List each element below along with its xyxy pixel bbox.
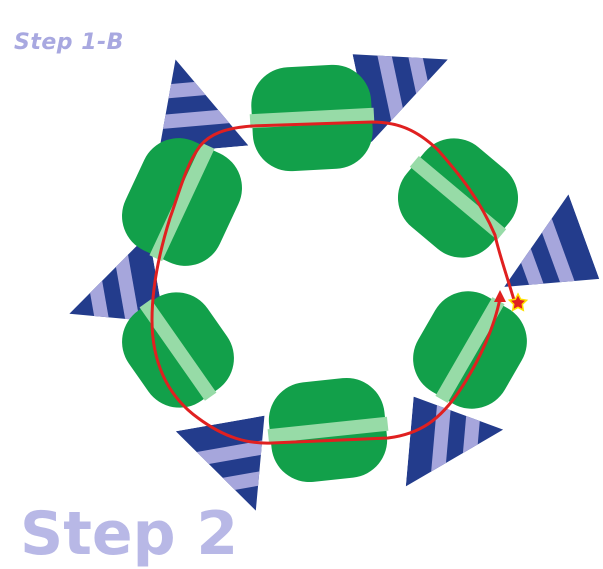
green-piece-top — [247, 63, 376, 173]
green-piece-bottom — [263, 374, 393, 486]
green-piece-top-right — [381, 122, 535, 275]
fold-diagram — [0, 0, 603, 548]
arrowhead-icon — [494, 290, 506, 302]
